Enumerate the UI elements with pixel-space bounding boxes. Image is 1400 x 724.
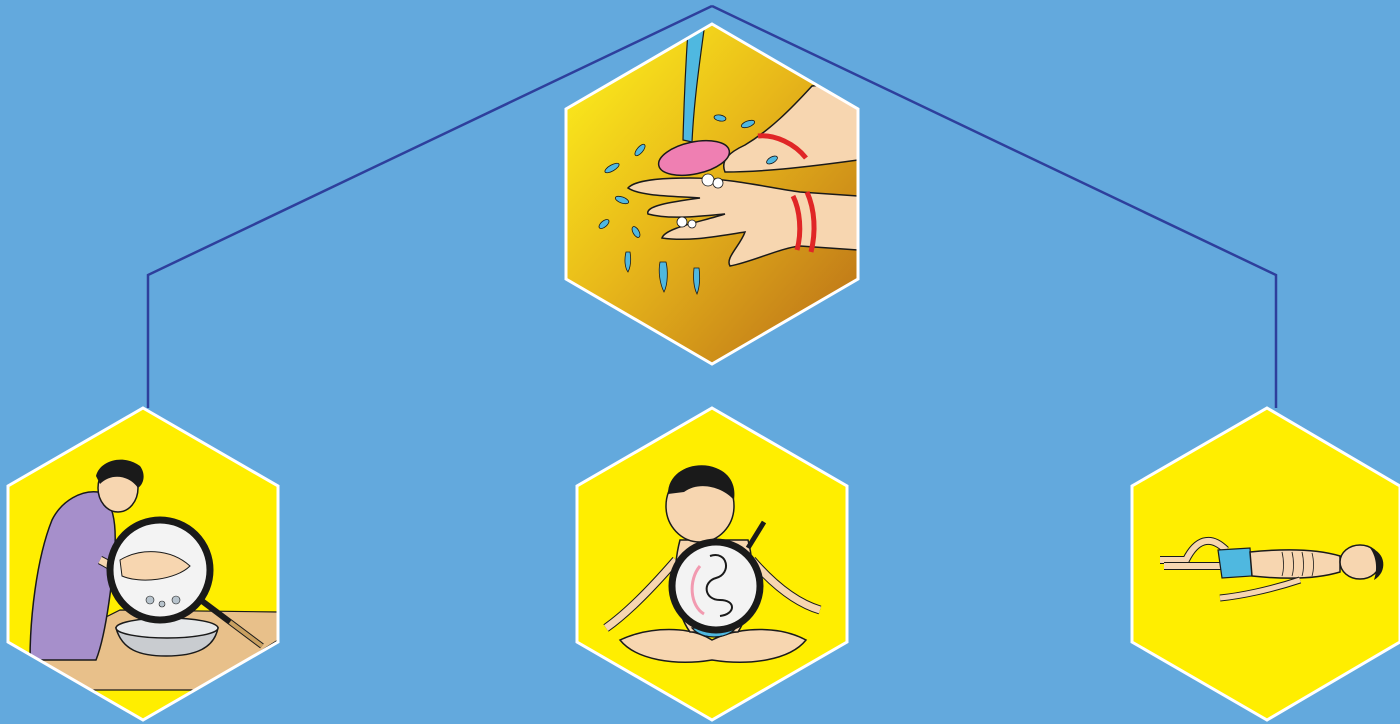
hygiene-diagram — [0, 0, 1400, 724]
